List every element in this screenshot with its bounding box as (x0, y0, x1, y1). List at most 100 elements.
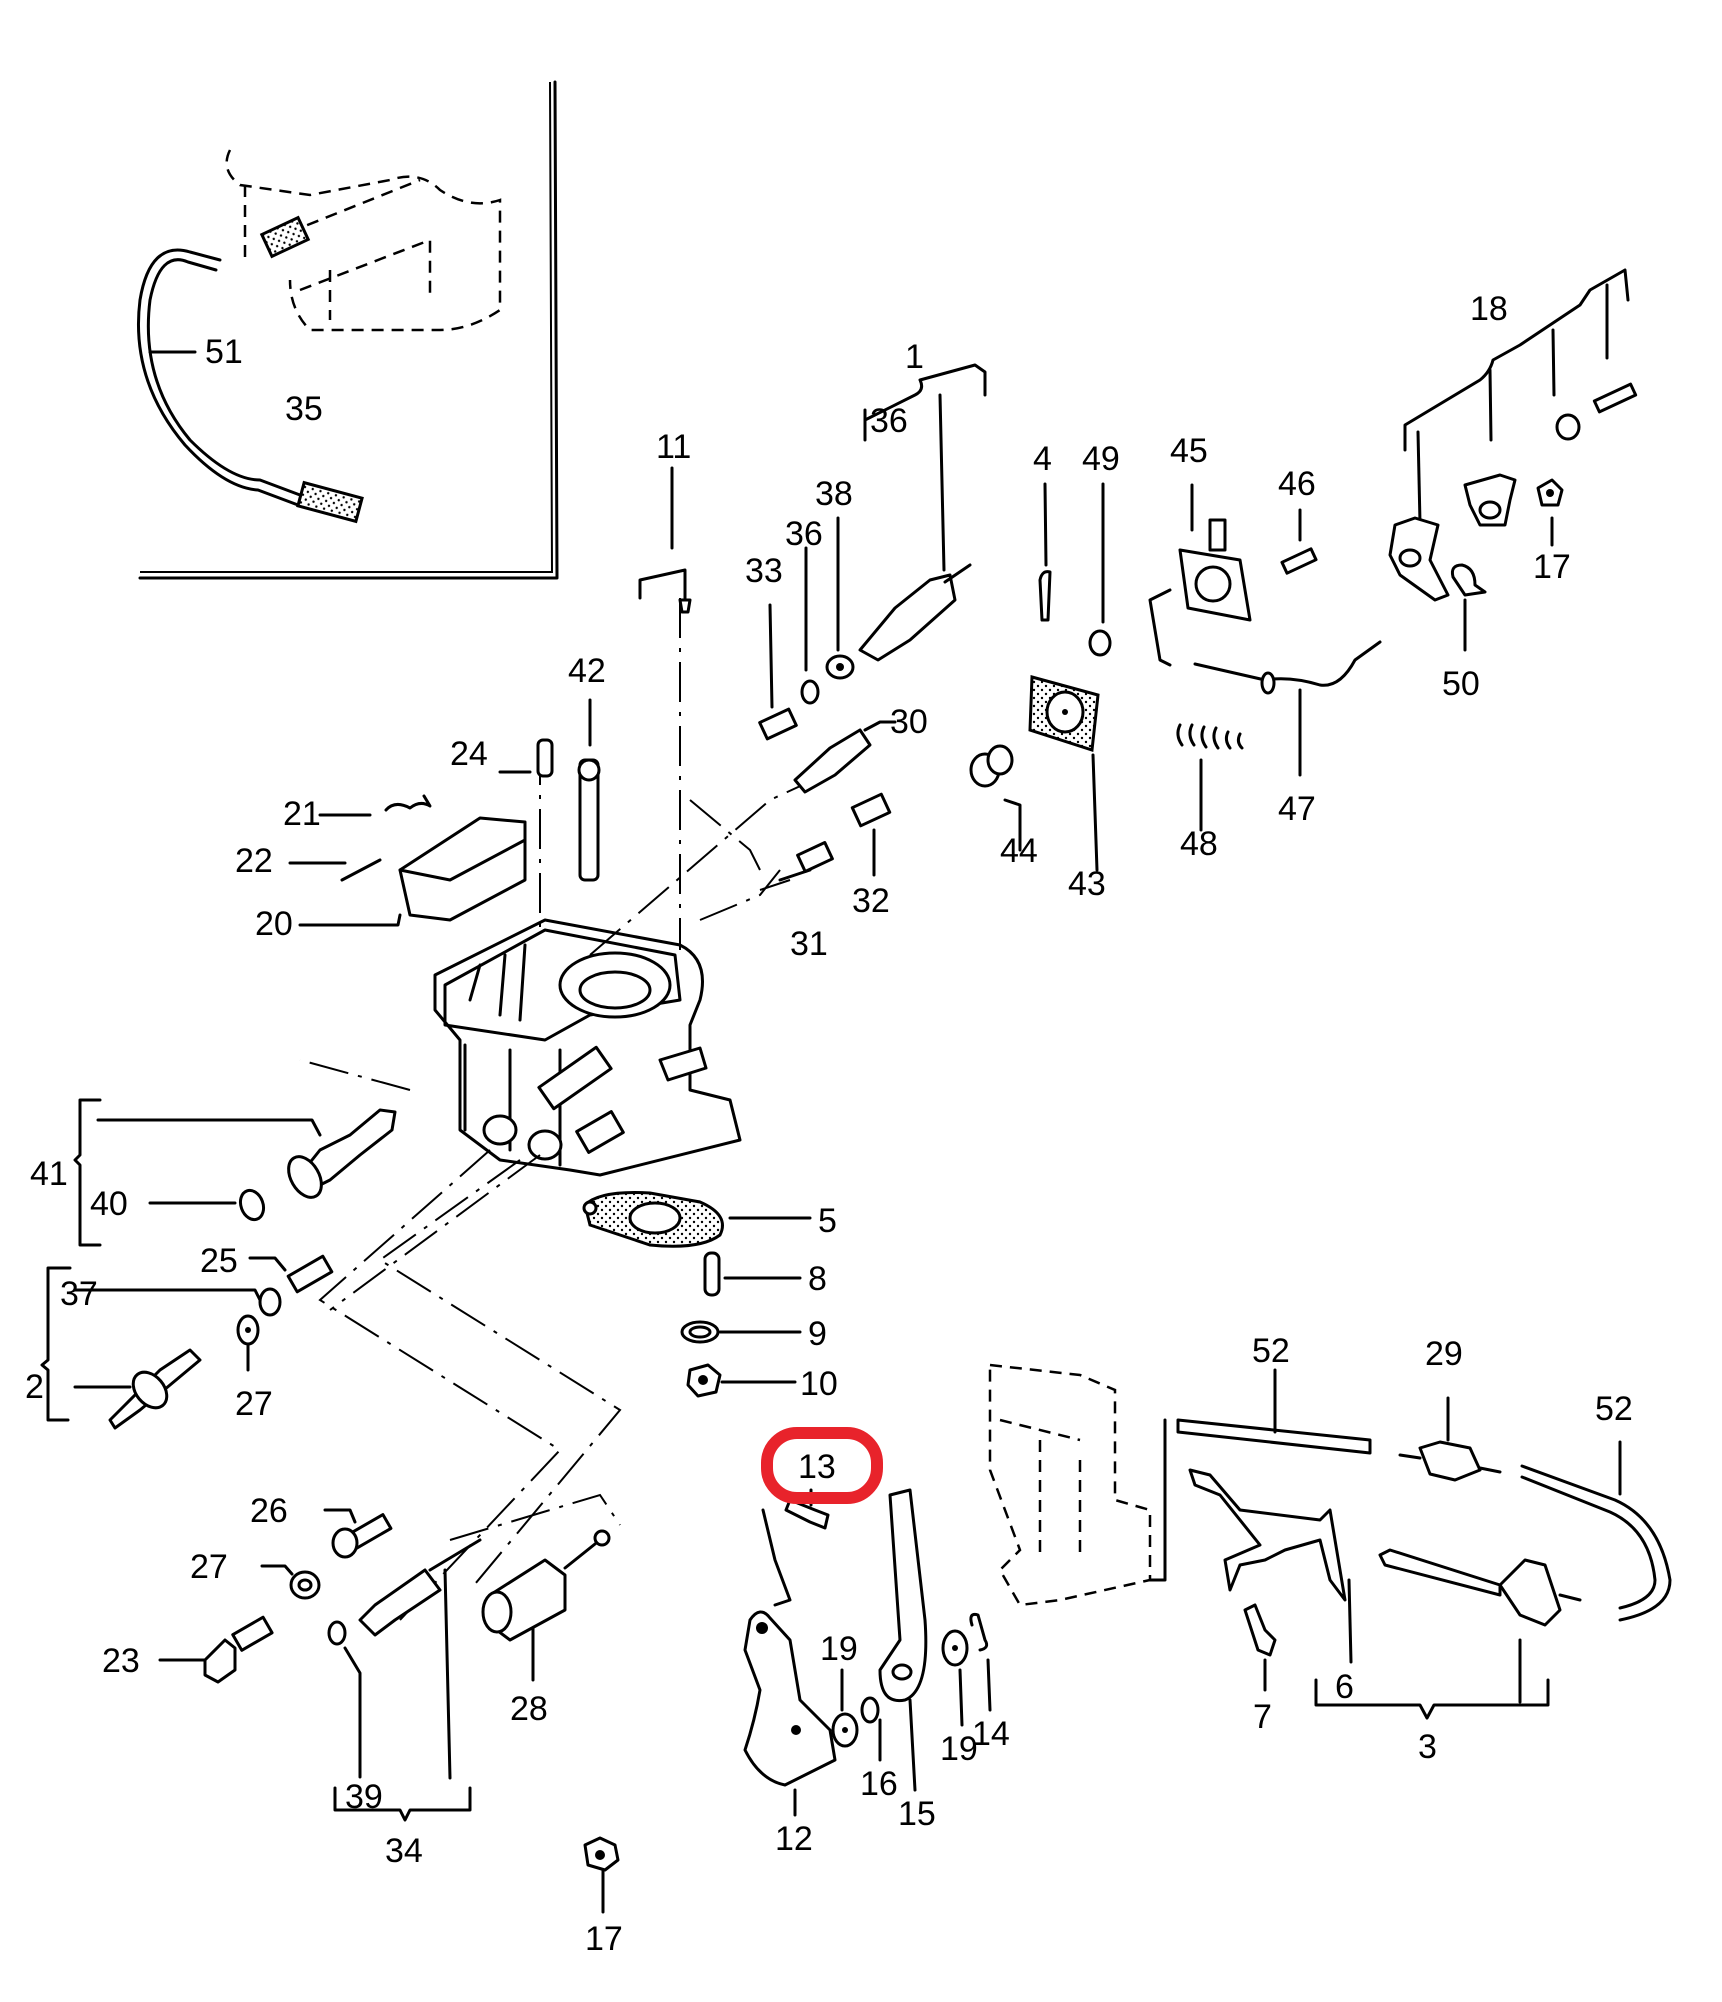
callout-31: 31 (790, 925, 828, 963)
callout-29: 29 (1425, 1335, 1463, 1373)
part-51-fuel-line (136, 215, 364, 524)
part-20-float (298, 816, 527, 927)
callout-11: 11 (656, 428, 691, 466)
callout-51: 51 (205, 333, 243, 371)
callout-52a: 52 (1252, 1332, 1290, 1370)
part-14-clip (969, 1613, 992, 1712)
callout-1: 1 (905, 338, 924, 376)
callout-25: 25 (200, 1242, 238, 1280)
callout-4: 4 (1033, 440, 1052, 478)
callout-48: 48 (1180, 825, 1218, 863)
part-27a-washer (236, 1314, 260, 1372)
part-45-housing (1148, 483, 1252, 667)
callout-50: 50 (1442, 665, 1480, 703)
callout-52b: 52 (1595, 1390, 1633, 1428)
callout-15: 15 (898, 1795, 936, 1833)
part-40-oring (148, 1188, 266, 1222)
callout-34: 34 (385, 1832, 423, 1870)
part-10-nut (686, 1363, 797, 1398)
callout-16: 16 (860, 1765, 898, 1803)
part-9-washer (680, 1320, 802, 1344)
callout-8: 8 (808, 1260, 827, 1298)
part-52b-hose (1520, 1440, 1672, 1622)
callout-14: 14 (972, 1715, 1010, 1753)
callout-9: 9 (808, 1315, 827, 1353)
part-29-filter (1398, 1396, 1502, 1482)
callout-35: 35 (285, 390, 323, 428)
callout-27b: 27 (190, 1548, 228, 1586)
callout-44: 44 (1000, 832, 1038, 870)
part-47-rod (1193, 640, 1382, 777)
callout-36b: 36 (785, 515, 823, 553)
callout-13: 13 (798, 1448, 836, 1486)
callout-43: 43 (1068, 865, 1106, 903)
part-27b-washer (260, 1564, 321, 1600)
callout-22: 22 (235, 842, 273, 880)
part-44-spring (969, 744, 1022, 852)
part-52a-hose (1176, 1368, 1372, 1455)
part-26-screw (323, 1508, 393, 1559)
callout-49: 49 (1082, 440, 1120, 478)
callout-38: 38 (815, 475, 853, 513)
part-37-oring (258, 1287, 282, 1317)
part-25-jet (248, 1254, 334, 1294)
part-34-needle (358, 1538, 482, 1637)
part-1-assembly (858, 363, 987, 662)
callout-39: 39 (345, 1778, 383, 1816)
part-8-stud (703, 1251, 802, 1297)
part-15-arm (878, 1488, 928, 1792)
part-19b-washer (941, 1629, 969, 1727)
part-31-jet (778, 841, 834, 882)
callout-36a: 36 (870, 402, 908, 440)
part-43-diaphragm (1028, 675, 1100, 872)
part-41-valve (287, 1108, 397, 1199)
callout-26: 26 (250, 1492, 288, 1530)
callout-40: 40 (90, 1185, 128, 1223)
callout-20: 20 (255, 905, 293, 943)
callout-7: 7 (1253, 1698, 1272, 1736)
part-17b-nut (583, 1836, 620, 1914)
part-4-pin (1038, 482, 1052, 622)
part-2-valve (108, 1348, 202, 1430)
part-30-jet (793, 720, 897, 794)
callout-17a: 17 (1533, 548, 1571, 586)
callout-37: 37 (60, 1275, 98, 1313)
callout-23: 23 (102, 1642, 140, 1680)
part-18-assembly (1388, 268, 1638, 602)
part-21-clip (318, 794, 432, 817)
callout-10: 10 (800, 1365, 838, 1403)
callout-47: 47 (1278, 790, 1316, 828)
part-41-bracket (73, 1098, 322, 1247)
callout-19a: 19 (820, 1630, 858, 1668)
highlight-ring (761, 1427, 883, 1504)
callout-41: 41 (30, 1155, 68, 1193)
callout-24: 24 (450, 735, 488, 773)
callout-17b: 17 (585, 1920, 623, 1958)
part-22-pin (288, 858, 382, 882)
part-42-tube (577, 698, 601, 882)
part-6-bracket (1188, 1468, 1353, 1664)
part-12-lever (743, 1508, 837, 1817)
callout-42: 42 (568, 652, 606, 690)
callout-33: 33 (745, 552, 783, 590)
part-49-washer (1088, 482, 1112, 657)
callout-19b: 19 (940, 1730, 978, 1768)
part-3-vacuum-unit (1314, 1548, 1582, 1720)
part-32-jet (850, 792, 892, 877)
part-33-jet (758, 603, 798, 741)
part-34-bracket (333, 1568, 472, 1822)
carburetor-body (433, 918, 742, 1177)
part-5-gasket (582, 1191, 812, 1248)
callout-32: 32 (852, 882, 890, 920)
inset-frame (138, 80, 559, 580)
part-46-screw (1280, 508, 1318, 575)
callout-labels: 51 35 1 36 11 38 36 33 4 49 45 46 18 17 … (25, 290, 1633, 1958)
callout-45: 45 (1170, 432, 1208, 470)
callout-6: 6 (1335, 1668, 1354, 1706)
part-36-oring (800, 546, 820, 705)
part-28-solenoid (481, 1529, 611, 1682)
callout-28: 28 (510, 1690, 548, 1728)
callout-18: 18 (1470, 290, 1508, 328)
part-23-bolt (158, 1615, 274, 1684)
